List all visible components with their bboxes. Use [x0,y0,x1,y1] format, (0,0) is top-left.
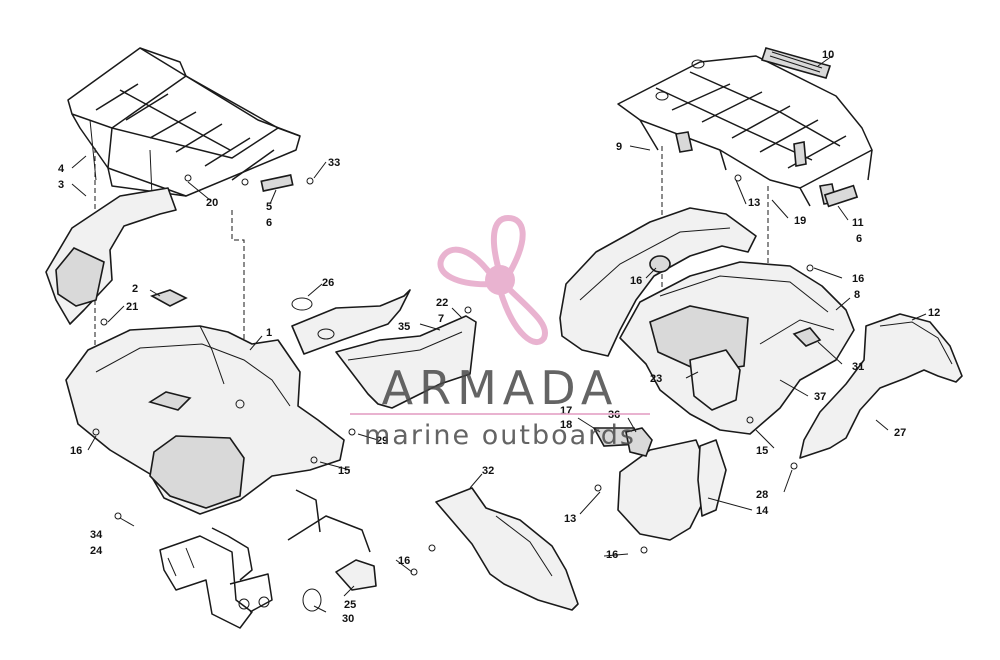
propeller-icon [437,214,549,346]
callout-19: 19 [794,215,806,227]
callout-6a: 6 [266,217,272,229]
callout-5: 5 [266,201,272,213]
side-panel-7 [291,289,411,355]
callout-26: 26 [322,277,334,289]
callout-37: 37 [814,391,826,403]
cap-16 [649,255,671,273]
callout-16e: 16 [852,273,864,285]
brand-tagline: marine outboards [364,420,636,451]
grommet-2 [150,289,188,307]
callout-16d: 16 [630,275,642,287]
callout-15b: 15 [756,445,768,457]
callout-20: 20 [206,197,218,209]
callout-1: 1 [266,327,272,339]
callout-31: 31 [852,361,864,373]
frame-brackets [159,527,273,629]
callout-2: 2 [132,283,138,295]
rear-rack [617,55,873,207]
skid-panel-14 [617,439,727,541]
callout-32: 32 [482,465,494,477]
callout-18: 18 [560,419,572,431]
callout-13b: 13 [564,513,576,525]
callout-34: 34 [90,529,103,541]
rear-body [619,255,855,435]
callout-16c: 16 [606,549,618,561]
front-body [65,325,345,515]
front-rack [67,47,301,197]
armada-watermark: ARMADA marine outboards [350,214,650,451]
rear-fender-left [559,207,757,357]
rear-fender-right [799,313,963,459]
callout-4: 4 [58,163,65,175]
rod [287,515,371,553]
brand-name: ARMADA [382,361,619,415]
callout-29: 29 [376,435,388,447]
callout-30: 30 [342,613,354,625]
callout-11: 11 [852,217,864,229]
callout-16b: 16 [398,555,410,567]
callout-9: 9 [616,141,622,153]
rear-reflector [823,184,859,208]
front-fender-panel [45,187,177,325]
callout-14: 14 [756,505,769,517]
callout-8: 8 [854,289,860,301]
front-reflector [260,174,294,192]
bracket-25 [335,559,377,591]
bracket-23 [689,349,741,411]
callout-33: 33 [328,157,340,169]
callout-21: 21 [126,301,138,313]
callout-labels: 1 2 3 4 5 6 6 7 8 9 10 11 12 13 13 14 15… [58,49,940,625]
floor-panel-35 [335,315,477,409]
callout-24: 24 [90,545,103,557]
side-panel-32 [435,487,579,611]
callout-28: 28 [756,489,768,501]
callout-6b: 6 [856,233,862,245]
reflector-strip-10 [760,47,832,79]
callout-22: 22 [436,297,448,309]
callout-3: 3 [58,179,64,191]
callout-15a: 15 [338,465,350,477]
callout-13a: 13 [748,197,760,209]
latch-36 [625,427,653,457]
callout-12: 12 [928,307,940,319]
callout-10: 10 [822,49,834,61]
callout-16a: 16 [70,445,82,457]
callout-27: 27 [894,427,906,439]
callout-25: 25 [344,599,356,611]
callout-7: 7 [438,313,444,325]
callout-35: 35 [398,321,410,333]
leader-lines [71,55,927,613]
clamp-30 [302,588,322,612]
cap-31 [792,327,822,347]
callout-23: 23 [650,373,662,385]
